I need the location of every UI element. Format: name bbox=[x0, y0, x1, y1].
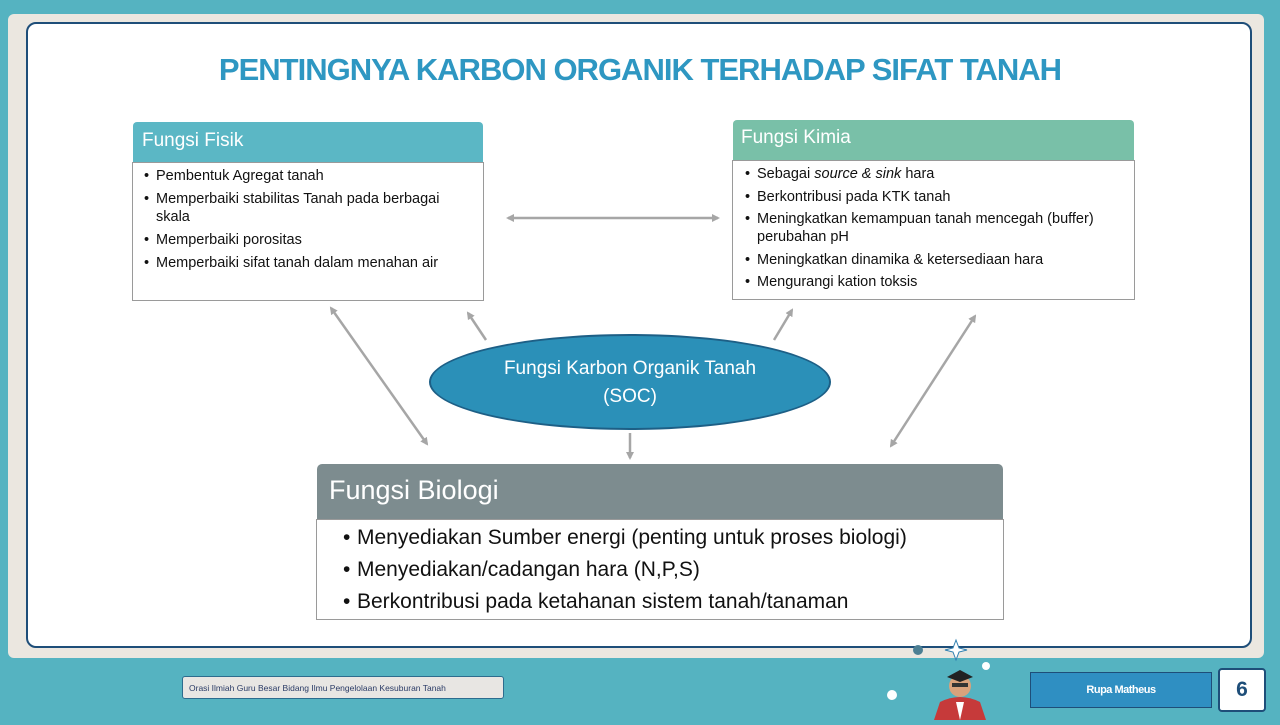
arrow-soc-fisik bbox=[466, 311, 488, 341]
kimia-list-box: Sebagai source & sink hara Berkontribusi… bbox=[732, 160, 1135, 300]
arrow-fisik-biologi bbox=[329, 306, 429, 446]
soc-ellipse: Fungsi Karbon Organik Tanah (SOC) bbox=[429, 334, 831, 430]
biologi-item: Berkontribusi pada ketahanan sistem tana… bbox=[341, 588, 995, 616]
kimia-item: Berkontribusi pada KTK tanah bbox=[743, 188, 1126, 206]
kimia-item-prefix: Sebagai bbox=[757, 166, 815, 182]
kimia-item: Mengurangi kation toksis bbox=[743, 273, 1126, 291]
arrow-soc-kimia bbox=[772, 308, 794, 341]
biologi-item: Menyediakan/cadangan hara (N,P,S) bbox=[341, 556, 995, 584]
fisik-header: Fungsi Fisik bbox=[133, 122, 483, 162]
kimia-item: Meningkatkan kemampuan tanah mencegah (b… bbox=[743, 210, 1126, 246]
biologi-header: Fungsi Biologi bbox=[317, 464, 1003, 519]
fisik-item: Memperbaiki sifat tanah dalam menahan ai… bbox=[142, 254, 475, 272]
kimia-item: Meningkatkan dinamika & ketersediaan har… bbox=[743, 251, 1126, 269]
soc-title: Fungsi Karbon Organik Tanah bbox=[503, 358, 757, 379]
kimia-item-suffix: hara bbox=[901, 166, 935, 182]
fisik-item: Memperbaiki porositas bbox=[142, 231, 475, 249]
kimia-item: Sebagai source & sink hara bbox=[743, 165, 1126, 183]
biologi-item: Menyediakan Sumber energi (penting untuk… bbox=[341, 524, 995, 552]
arrow-kimia-biologi bbox=[889, 314, 977, 448]
person-icon bbox=[934, 670, 986, 720]
kimia-item-italic: source & sink bbox=[814, 166, 902, 182]
biologi-list-box: Menyediakan Sumber energi (penting untuk… bbox=[316, 519, 1004, 620]
page-number: 6 bbox=[1218, 668, 1266, 712]
avatar bbox=[930, 662, 990, 720]
fisik-item: Pembentuk Agregat tanah bbox=[142, 167, 475, 185]
fisik-list-box: Pembentuk Agregat tanah Memperbaiki stab… bbox=[132, 162, 484, 301]
presenter-name: Rupa Matheus bbox=[1030, 672, 1212, 708]
kimia-header: Fungsi Kimia bbox=[733, 120, 1134, 160]
sparkle-decoration-icon bbox=[887, 638, 990, 700]
footer-caption: Orasi Ilmiah Guru Besar Bidang Ilmu Peng… bbox=[182, 676, 504, 699]
fisik-item: Memperbaiki stabilitas Tanah pada berbag… bbox=[142, 190, 475, 226]
soc-subtitle: (SOC) bbox=[603, 386, 657, 407]
slide-title: PENTINGNYA KARBON ORGANIK TERHADAP SIFAT… bbox=[218, 52, 1062, 87]
